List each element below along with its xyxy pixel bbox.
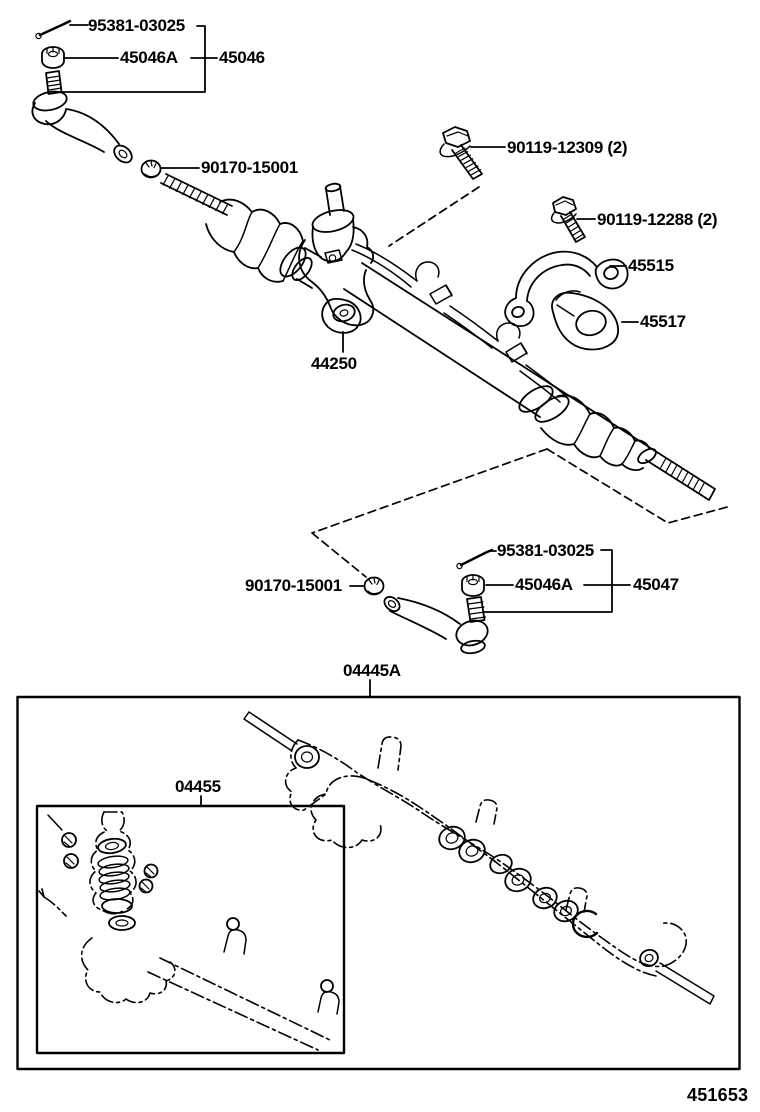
part-label-lock-nut-upper[interactable]: 90170-15001 (201, 158, 298, 177)
part-label-cotter-pin-lower[interactable]: 95381-03025 (497, 541, 594, 560)
dashed-guides (311, 186, 732, 578)
gasket-kit-drawing (243, 711, 715, 1005)
part-label-valve-seal-kit[interactable]: 04455 (175, 777, 221, 796)
castle-nut-upper-drawing (41, 46, 65, 69)
part-label-bushing[interactable]: 45517 (640, 312, 686, 331)
boot-right-drawing (540, 394, 657, 471)
cotter-pin-lower-drawing (456, 548, 494, 570)
part-label-cotter-pin-upper[interactable]: 95381-03025 (88, 16, 185, 35)
part-label-steering-gear[interactable]: 44250 (311, 354, 357, 373)
bracket-bolt-drawing (439, 126, 483, 180)
castle-nut-lower-drawing (461, 574, 485, 597)
tie-rod-end-left-drawing (31, 70, 133, 164)
cotter-pin-upper-drawing (35, 19, 72, 40)
valve-kit-box (35, 804, 346, 1055)
gear-housing-drawing (298, 182, 374, 334)
figure-code: 451653 (687, 1085, 749, 1105)
part-label-lock-nut-lower[interactable]: 90170-15001 (245, 576, 342, 595)
inner-rod-left-drawing (160, 173, 233, 216)
valve-seal-kit-drawing (38, 811, 340, 1051)
bushing-drawing (551, 290, 620, 351)
part-label-bracket-bolt[interactable]: 90119-12309 (2) (507, 138, 628, 157)
lock-nut-upper-drawing (140, 159, 162, 179)
tie-rod-end-right-drawing (383, 595, 489, 655)
part-label-clamp-bolt[interactable]: 90119-12288 (2) (597, 210, 718, 229)
part-label-tie-rod-end-right[interactable]: 45047 (633, 575, 679, 594)
clamp-bolt-drawing (550, 196, 586, 243)
part-label-castle-nut-lower[interactable]: 45046A (515, 575, 573, 594)
part-label-castle-nut-upper[interactable]: 45046A (120, 48, 178, 67)
hydraulic-pipes-drawing (351, 243, 567, 403)
inner-rod-right-drawing (645, 448, 716, 501)
gasket-kit-box (16, 695, 741, 1071)
leader-lines (59, 24, 639, 806)
part-label-tie-rod-end-left[interactable]: 45046 (219, 48, 265, 67)
rack-tube-drawing (343, 262, 653, 450)
lock-nut-lower-drawing (363, 576, 385, 596)
part-label-clamp[interactable]: 45515 (628, 256, 674, 275)
part-label-gasket-kit[interactable]: 04445A (343, 661, 401, 680)
clamp-drawing (504, 250, 629, 328)
